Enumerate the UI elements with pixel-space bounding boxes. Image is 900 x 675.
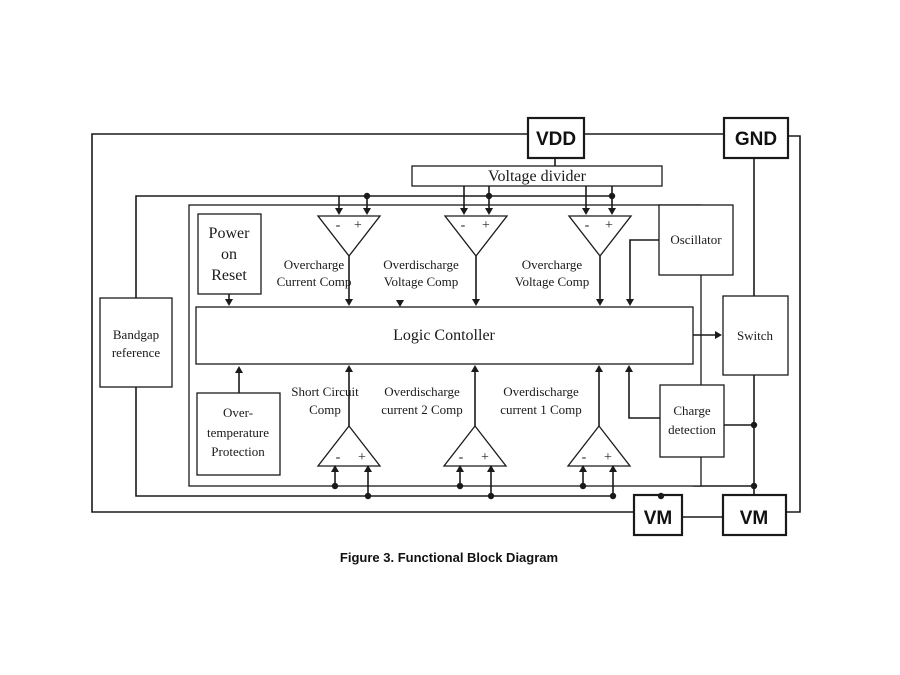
gnd-pin[interactable]: GND [722, 116, 790, 160]
junction-dots [331, 192, 758, 500]
short-circuit-comparator: - + [316, 424, 382, 467]
over-temp-label-1: Over- [223, 405, 253, 420]
short-circuit-label-1: Short Circuit [291, 384, 359, 399]
bandgap-label-1: Bandgap [113, 327, 159, 342]
overdischarge-voltage-comparator: - + [443, 215, 509, 258]
power-on-reset-block: Power on Reset [197, 213, 262, 295]
charge-detection-label-1: Charge [673, 403, 711, 418]
power-on-reset-label-3: Reset [211, 267, 247, 284]
oscillator-block: Oscillator [658, 204, 734, 276]
power-on-reset-label-2: on [221, 246, 237, 263]
charge-detection-label-2: detection [668, 422, 716, 437]
over-temperature-protection-block: Over- temperature Protection [196, 392, 281, 476]
comp6-minus: - [582, 450, 587, 465]
gnd-label: GND [735, 129, 777, 150]
overdischarge-voltage-label-2: Voltage Comp [384, 274, 459, 289]
bandgap-reference-block: Bandgap reference [99, 297, 173, 388]
logic-controller-block: Logic Contoller [195, 306, 694, 365]
comp4-minus: - [336, 450, 341, 465]
comp3-plus: + [605, 218, 613, 233]
comp5-plus: + [481, 450, 489, 465]
overcharge-current-comparator: - + [316, 215, 382, 258]
logic-controller-label: Logic Contoller [393, 327, 495, 344]
overcharge-current-label-2: Current Comp [277, 274, 352, 289]
vdd-pin[interactable]: VDD [526, 116, 586, 160]
comp5-minus: - [459, 450, 464, 465]
comp4-plus: + [358, 450, 366, 465]
internal-wiring [228, 186, 716, 496]
comp1-plus: + [354, 218, 362, 233]
comp6-plus: + [604, 450, 612, 465]
comp3-minus: - [585, 218, 590, 233]
power-on-reset-label-1: Power [209, 225, 251, 242]
comp2-plus: + [482, 218, 490, 233]
over-temp-label-3: Protection [211, 444, 265, 459]
charge-detection-block: Charge detection [659, 384, 725, 458]
short-circuit-label-2: Comp [309, 402, 341, 417]
overdischarge-current-2-comparator: - + [442, 424, 508, 467]
overdischarge-current-1-comparator: - + [566, 424, 632, 467]
over-temp-label-2: temperature [207, 425, 269, 440]
vm-left-label: VM [644, 508, 673, 529]
overdischarge-current-1-label-1: Overdischarge [503, 384, 579, 399]
overcharge-voltage-label-2: Voltage Comp [515, 274, 590, 289]
vdd-label: VDD [536, 129, 576, 150]
oscillator-label: Oscillator [670, 232, 722, 247]
bandgap-label-2: reference [112, 345, 161, 360]
overcharge-voltage-label-1: Overcharge [522, 257, 583, 272]
vm-right-label: VM [740, 508, 769, 529]
comp2-minus: - [461, 218, 466, 233]
arrowheads [225, 208, 722, 472]
overcharge-current-label-1: Overcharge [284, 257, 345, 272]
overdischarge-voltage-label-1: Overdischarge [383, 257, 459, 272]
vm-pin-left[interactable]: VM [632, 493, 684, 537]
figure-caption: Figure 3. Functional Block Diagram [340, 550, 558, 565]
voltage-divider-label: Voltage divider [488, 168, 587, 185]
switch-block: Switch [722, 295, 789, 376]
voltage-divider-block: Voltage divider [411, 165, 663, 187]
comp1-minus: - [336, 218, 341, 233]
overdischarge-current-2-label-1: Overdischarge [384, 384, 460, 399]
switch-label: Switch [737, 328, 774, 343]
overdischarge-current-2-label-2: current 2 Comp [381, 402, 463, 417]
overcharge-voltage-comparator: - + [567, 215, 633, 258]
overdischarge-current-1-label-2: current 1 Comp [500, 402, 582, 417]
vm-pin-right[interactable]: VM [721, 493, 788, 537]
